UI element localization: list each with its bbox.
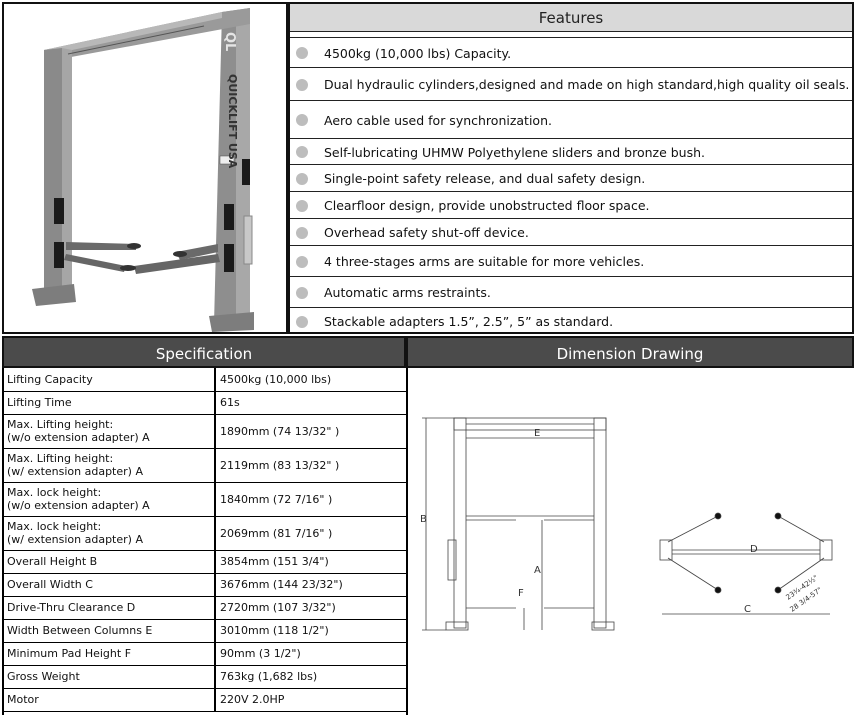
- spec-value: 1890mm (74 13/32" ): [220, 424, 340, 438]
- feature-text: Single-point safety release, and dual sa…: [324, 171, 646, 186]
- bullet-icon: [296, 286, 308, 299]
- spec-label: Max. Lifting height: (w/o extension adap…: [4, 414, 216, 448]
- spec-row: Overall Width C 3676mm (144 23/32"): [4, 573, 408, 597]
- bullet-icon: [296, 199, 308, 212]
- feature-item: Stackable adapters 1.5”, 2.5”, 5” as sta…: [290, 307, 852, 335]
- bullet-icon: [296, 255, 308, 268]
- feature-item: 4500kg (10,000 lbs) Capacity.: [290, 37, 852, 68]
- bullet-icon: [296, 315, 308, 328]
- feature-item: Dual hydraulic cylinders,designed and ma…: [290, 67, 852, 101]
- feature-text: Automatic arms restraints.: [324, 285, 491, 300]
- feature-item: Aero cable used for synchronization.: [290, 100, 852, 139]
- spec-label: Lifting Capacity: [4, 368, 216, 391]
- feature-text: Clearfloor design, provide unobstructed …: [324, 198, 650, 213]
- spec-value: 2069mm (81 7/16" ): [220, 526, 333, 540]
- feature-item: 4 three-stages arms are suitable for mor…: [290, 245, 852, 277]
- feature-item: Clearfloor design, provide unobstructed …: [290, 191, 852, 219]
- brand-logo: QL: [222, 32, 237, 51]
- spec-label: Overall Height B: [4, 550, 216, 573]
- spec-label: Max. Lifting height: (w/ extension adapt…: [4, 448, 216, 482]
- product-photo-panel: QUICKLIFT USA QL: [2, 2, 288, 334]
- spec-label: Overall Width C: [4, 573, 216, 596]
- bullet-icon: [296, 172, 308, 185]
- feature-item: Single-point safety release, and dual sa…: [290, 164, 852, 192]
- feature-text: Self-lubricating UHMW Polyethylene slide…: [324, 144, 705, 160]
- lift-photo: QUICKLIFT USA QL: [32, 8, 254, 332]
- bullet-icon: [296, 146, 308, 158]
- spec-label: Motor: [4, 688, 216, 711]
- spec-row: Motor 220V 2.0HP: [4, 688, 408, 712]
- feature-text: 4 three-stages arms are suitable for mor…: [324, 254, 645, 269]
- spec-value: 2720mm (107 3/32"): [220, 601, 336, 614]
- spec-row: Drive-Thru Clearance D 2720mm (107 3/32"): [4, 596, 408, 620]
- spec-value: 763kg (1,682 lbs): [220, 670, 318, 683]
- feature-item: Overhead safety shut-off device.: [290, 218, 852, 246]
- spec-row: Max. lock height: (w/o extension adapter…: [4, 482, 408, 517]
- dim-label-e: E: [534, 428, 540, 439]
- spec-value: 220V 2.0HP: [220, 693, 285, 706]
- dim-label-d: D: [750, 544, 758, 555]
- spec-label: Gross Weight: [4, 665, 216, 688]
- spec-label: Width Between Columns E: [4, 619, 216, 642]
- feature-item: Self-lubricating UHMW Polyethylene slide…: [290, 138, 852, 165]
- bullet-icon: [296, 114, 308, 126]
- spec-row: Max. lock height: (w/ extension adapter)…: [4, 516, 408, 551]
- dimension-drawing-panel: E B A F D C 23¾-42½" 28 3/4-57": [406, 368, 854, 715]
- spec-row: Max. Lifting height: (w/ extension adapt…: [4, 448, 408, 483]
- spec-row: Minimum Pad Height F 90mm (3 1/2"): [4, 642, 408, 666]
- spec-label: Drive-Thru Clearance D: [4, 596, 216, 619]
- features-title: Features: [290, 4, 852, 32]
- spec-value: 3854mm (151 3/4"): [220, 555, 329, 568]
- spec-row: Lifting Capacity 4500kg (10,000 lbs): [4, 368, 408, 392]
- spec-row: Overall Height B 3854mm (151 3/4"): [4, 550, 408, 574]
- dimension-title: Dimension Drawing: [406, 336, 854, 368]
- spec-value: 2119mm (83 13/32" ): [220, 458, 340, 472]
- dim-label-b: B: [420, 514, 427, 525]
- spec-value: 1840mm (72 7/16" ): [220, 492, 333, 506]
- feature-text: 4500kg (10,000 lbs) Capacity.: [324, 45, 512, 61]
- spec-value: 3010mm (118 1/2"): [220, 624, 329, 637]
- feature-item: Automatic arms restraints.: [290, 276, 852, 308]
- spec-value: 61s: [220, 396, 240, 409]
- spec-row: Max. Lifting height: (w/o extension adap…: [4, 414, 408, 449]
- bullet-icon: [296, 78, 308, 91]
- feature-text: Aero cable used for synchronization.: [324, 112, 552, 128]
- specification-title: Specification: [2, 336, 406, 368]
- feature-text: Stackable adapters 1.5”, 2.5”, 5” as sta…: [324, 314, 614, 329]
- spec-row: Lifting Time 61s: [4, 391, 408, 415]
- spec-row: Width Between Columns E 3010mm (118 1/2"): [4, 619, 408, 643]
- spec-label: Lifting Time: [4, 391, 216, 414]
- dimension-drawing: E B A F D C 23¾-42½" 28 3/4-57": [420, 417, 833, 631]
- spec-value: 4500kg (10,000 lbs): [220, 373, 332, 386]
- spec-label: Max. lock height: (w/o extension adapter…: [4, 482, 216, 516]
- spec-value: 90mm (3 1/2"): [220, 647, 301, 660]
- bullet-icon: [296, 226, 308, 239]
- spec-label: Minimum Pad Height F: [4, 642, 216, 665]
- feature-text: Dual hydraulic cylinders,designed and ma…: [324, 77, 850, 92]
- dim-label-c: C: [744, 604, 751, 615]
- dim-label-f: F: [518, 588, 524, 599]
- dim-label-a: A: [534, 565, 541, 576]
- brand-decal: QUICKLIFT USA: [226, 74, 239, 169]
- spec-label: Max. lock height: (w/ extension adapter)…: [4, 516, 216, 550]
- spec-row: Gross Weight 763kg (1,682 lbs): [4, 665, 408, 689]
- feature-text: Overhead safety shut-off device.: [324, 225, 529, 240]
- spec-value: 3676mm (144 23/32"): [220, 578, 343, 591]
- bullet-icon: [296, 47, 308, 59]
- features-panel: Features 4500kg (10,000 lbs) Capacity. Du…: [288, 2, 854, 334]
